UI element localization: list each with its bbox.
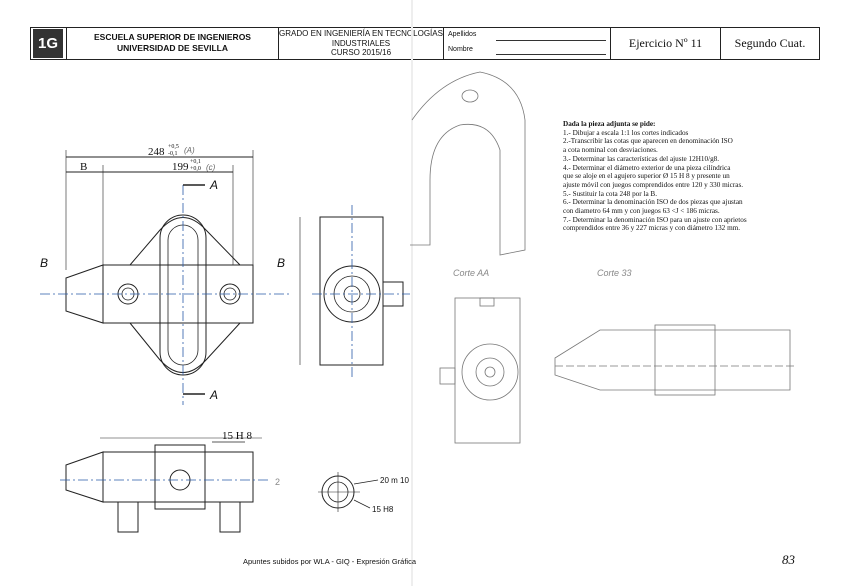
detail-shaft-label: 20 m 10 xyxy=(380,476,409,485)
section-a-bottom: A xyxy=(209,388,218,402)
school-cell: ESCUELA SUPERIOR DE INGENIEROS UNIVERSID… xyxy=(67,28,279,59)
logo-cell: 1G xyxy=(31,28,67,59)
task-line: 3.- Determinar las características del a… xyxy=(563,154,720,163)
degree-cell: GRADO EN INGENIERÍA EN TECNOLOGÍAS INDUS… xyxy=(279,28,444,59)
dim-248: 248 xyxy=(148,146,165,158)
university-name: UNIVERSIDAD DE SEVILLA xyxy=(117,43,228,53)
nombre-field[interactable] xyxy=(496,54,606,55)
apellidos-label: Apellidos xyxy=(448,31,477,38)
side-view-body xyxy=(319,216,384,366)
task-line: ajuste móvil con juegos comprendidos ent… xyxy=(563,180,744,189)
task-line: 6.- Determinar la denominación ISO de do… xyxy=(563,198,743,207)
course-year: CURSO 2015/16 xyxy=(330,48,392,57)
title-block: 1G ESCUELA SUPERIOR DE INGENIEROS UNIVER… xyxy=(30,27,820,60)
note-2: 2 xyxy=(275,477,280,487)
task-intro: Dada la pieza adjunta se pide: xyxy=(563,120,656,128)
page-fold xyxy=(411,0,413,586)
exercise-cell: Ejercicio Nº 11 xyxy=(611,28,721,59)
tol-248-upper: +0,5 xyxy=(168,144,179,150)
sketch-corte-aa: Corte AA xyxy=(453,268,489,278)
term-label: Segundo Cuat. xyxy=(734,36,806,50)
task-line: comprendidos entre 36 y 227 micras y con… xyxy=(563,224,741,233)
task-line: a cota nominal con desviaciones. xyxy=(563,146,658,155)
front-view-lug-top xyxy=(129,217,241,266)
school-name: ESCUELA SUPERIOR DE INGENIEROS xyxy=(94,32,251,42)
bottom-view-nozzle xyxy=(65,451,104,503)
degree-name: GRADO EN INGENIERÍA EN TECNOLOGÍAS xyxy=(279,29,443,38)
apellidos-field[interactable] xyxy=(496,40,606,41)
section-b-right: B xyxy=(277,256,285,270)
bottom-view-lug-left xyxy=(117,501,139,533)
tol-248-lower: -0,1 xyxy=(168,151,178,157)
tol-199-upper: +0,1 xyxy=(190,159,201,165)
tol-199-lower: +0,0 xyxy=(190,166,201,172)
detail-hole-label: 15 H8 xyxy=(372,505,394,514)
section-b-left: B xyxy=(40,256,48,270)
front-view-nozzle xyxy=(65,264,104,324)
bottom-view-lug-right xyxy=(219,501,241,533)
sketch-section-aa xyxy=(454,297,521,444)
sketch-corte-bb: Corte 33 xyxy=(597,268,632,278)
term-cell: Segundo Cuat. xyxy=(721,28,819,59)
hole-fit-label: 15 H 8 xyxy=(222,430,252,442)
sketch-section-bb xyxy=(554,329,791,391)
task-line: 7.- Determinar la denominación ISO para … xyxy=(563,215,747,224)
school-logo: 1G xyxy=(33,29,63,58)
degree-name-cont: INDUSTRIALES xyxy=(331,38,391,48)
page-number: 83 xyxy=(782,552,795,567)
note-199: (c) xyxy=(206,163,216,172)
footer-credit: Apuntes subidos por WLA - GIQ - Expresió… xyxy=(243,557,416,566)
isometric-sketch xyxy=(410,71,526,256)
task-line: 1.- Dibujar a escala 1:1 los cortes indi… xyxy=(563,128,689,137)
nombre-label: Nombre xyxy=(448,46,473,53)
task-statement: Dada la pieza adjunta se pide: 1.- Dibuj… xyxy=(563,120,813,233)
note-248: (A) xyxy=(184,146,195,155)
task-line: 4.- Determinar el diámetro exterior de u… xyxy=(563,163,731,172)
dim-b: B xyxy=(80,161,87,173)
student-cell: Apellidos Nombre xyxy=(444,28,611,59)
task-line: con diametro 64 mm y con juegos 63 <J < … xyxy=(563,207,720,216)
dim-199: 199 xyxy=(172,161,189,173)
isometric-hole xyxy=(461,89,479,103)
exercise-number: Ejercicio Nº 11 xyxy=(628,36,703,50)
task-line: que se aloje en el agujero superior Ø 15… xyxy=(563,172,730,181)
task-line: 2.-Transcribir las cotas que aparecen en… xyxy=(563,137,733,146)
bottom-view-center xyxy=(154,444,206,510)
section-a-top: A xyxy=(209,178,218,192)
bottom-view-body xyxy=(102,451,254,503)
task-line: 5.- Sustituir la cota 248 por la B. xyxy=(563,189,658,198)
